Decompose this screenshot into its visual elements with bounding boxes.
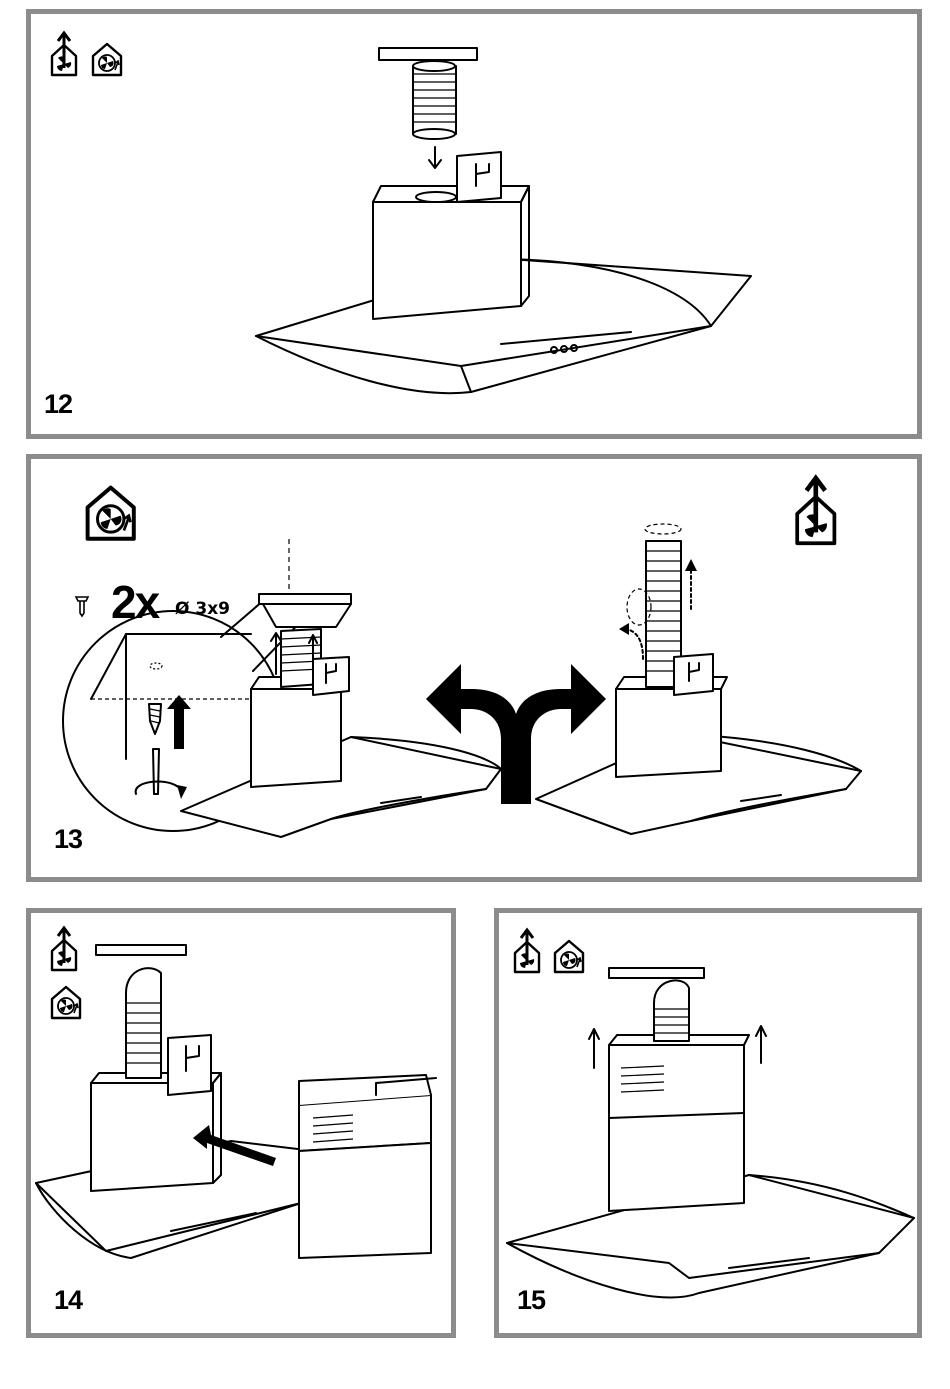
house-fan-recirculation-icon bbox=[88, 488, 134, 539]
step-13-panel: 2x Ø 3x9 13 bbox=[26, 454, 922, 882]
screw-icon bbox=[76, 597, 88, 616]
house-fan-arrow-up-icon bbox=[797, 478, 834, 543]
house-fan-recirculation-icon bbox=[555, 941, 583, 972]
step-number: 13 bbox=[54, 824, 82, 855]
house-fan-arrow-up-icon bbox=[515, 930, 539, 972]
screw-quantity: 2x bbox=[111, 575, 158, 629]
hood-chimney-fitted-drawing bbox=[507, 968, 914, 1297]
house-fan-arrow-up-icon bbox=[52, 928, 76, 970]
house-fan-arrow-up-icon bbox=[52, 33, 76, 75]
step-15-panel: 15 bbox=[494, 908, 922, 1338]
screw-spec: Ø 3x9 bbox=[175, 599, 230, 619]
cooker-hood-drawing bbox=[256, 48, 751, 393]
step-number: 12 bbox=[44, 389, 72, 420]
house-fan-recirculation-icon bbox=[52, 987, 80, 1018]
step-number: 15 bbox=[517, 1285, 545, 1316]
house-fan-recirculation-icon bbox=[93, 44, 121, 75]
hood-with-chimney-drawing bbox=[36, 945, 436, 1258]
step-12-panel: 12 bbox=[26, 9, 922, 439]
step-number: 14 bbox=[54, 1285, 82, 1316]
step-14-panel: 14 bbox=[26, 908, 456, 1338]
